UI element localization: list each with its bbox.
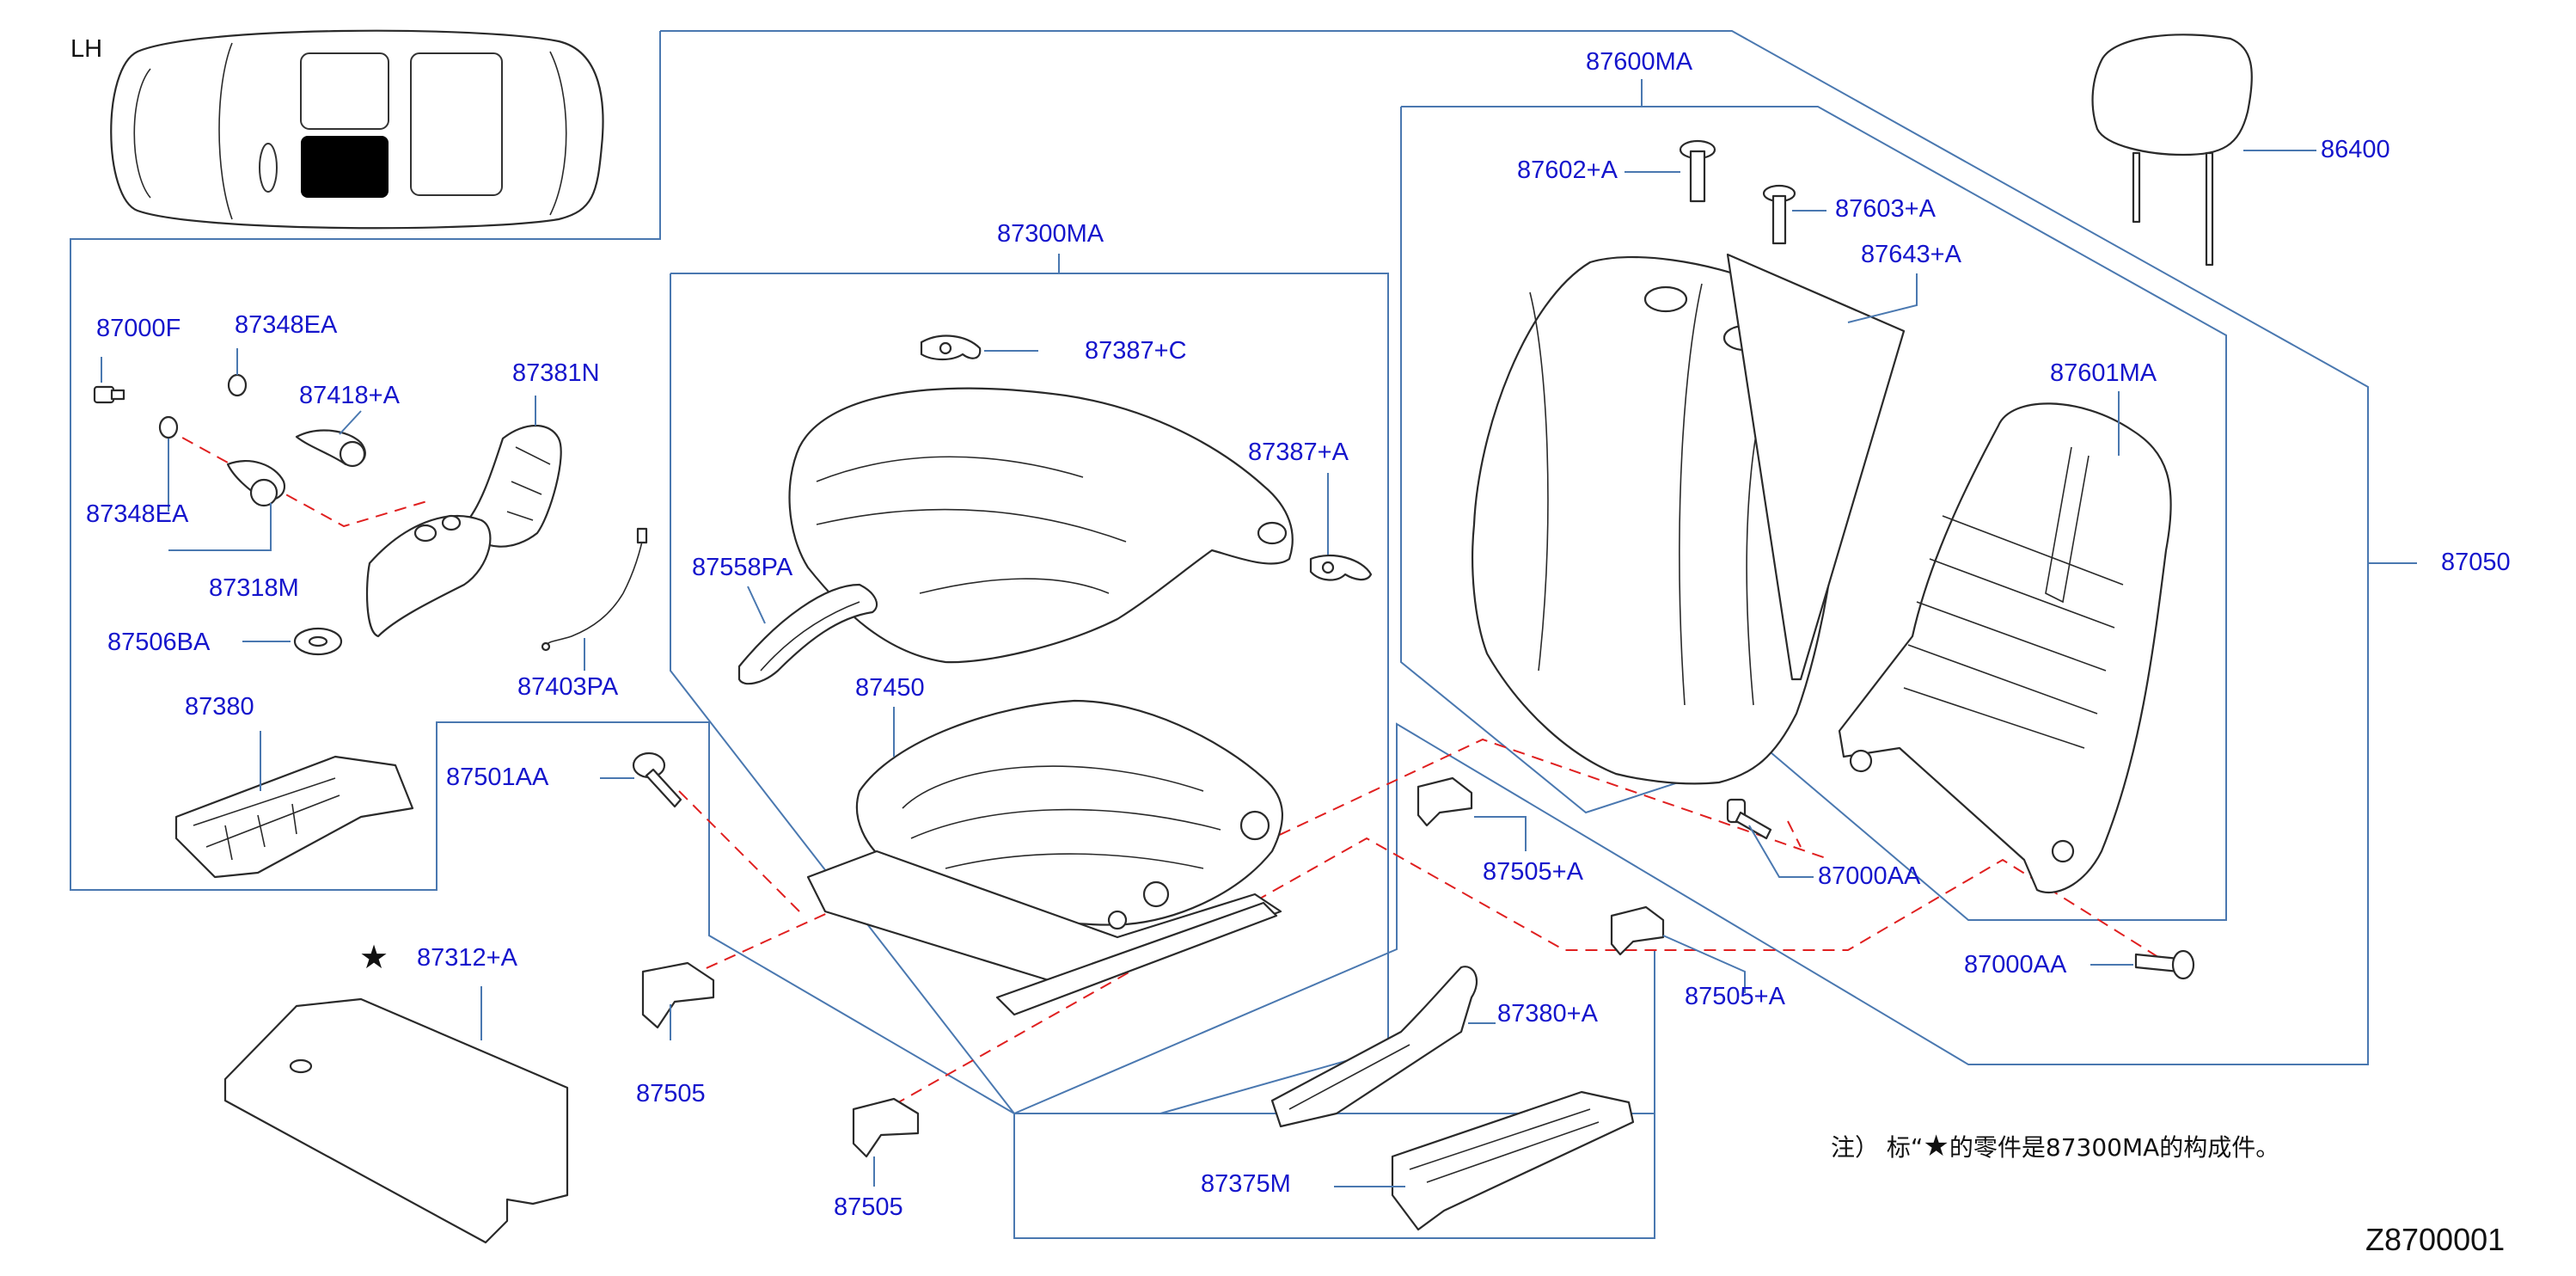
part-label-87505A-upper: 87505+A bbox=[1483, 858, 1583, 886]
leader-87558PA bbox=[747, 586, 766, 624]
part-label-87000AA-lower: 87000AA bbox=[1964, 951, 2067, 978]
cover-87380-icon bbox=[174, 755, 414, 879]
part-label-87312A: 87312+A bbox=[417, 944, 517, 972]
part-label-87505-left: 87505 bbox=[636, 1080, 706, 1107]
leader-87505A-lower bbox=[1662, 935, 1746, 993]
frame-lh-armrest-group bbox=[70, 31, 1655, 1238]
footnote-text: 的零件是87300MA的构成件。 bbox=[1949, 1133, 2280, 1162]
frame-outer-assembly bbox=[660, 30, 2369, 1114]
guide-87602A-icon bbox=[1679, 139, 1716, 203]
part-label-87000F: 87000F bbox=[96, 315, 181, 342]
part-label-87381N: 87381N bbox=[512, 359, 600, 387]
part-label-87643A: 87643+A bbox=[1861, 241, 1961, 268]
cap-87348EA-icon bbox=[158, 373, 248, 439]
frame-trim-group bbox=[1013, 949, 1655, 1239]
pad-87558PA-icon bbox=[737, 583, 878, 685]
footnote: 注） 标“★的零件是87300MA的构成件。 bbox=[1831, 1132, 2279, 1161]
side-label: LH bbox=[70, 35, 103, 63]
bracket-87505A-lower-icon bbox=[1610, 905, 1665, 956]
part-label-87558PA: 87558PA bbox=[692, 554, 793, 581]
part-label-87387C: 87387+C bbox=[1085, 337, 1187, 365]
part-label-87600MA: 87600MA bbox=[1586, 48, 1693, 76]
part-label-87603A: 87603+A bbox=[1835, 195, 1936, 223]
assembly-line-back bbox=[1787, 820, 1802, 848]
leader-87505A-upper bbox=[1474, 816, 1527, 851]
armrest-bracket-87381N-icon bbox=[365, 424, 562, 638]
part-label-87348EA-top: 87348EA bbox=[235, 311, 338, 339]
bracket-87505A-upper-icon bbox=[1416, 776, 1473, 827]
frame-seat-back-group bbox=[1400, 106, 2227, 921]
part-label-87050: 87050 bbox=[2441, 549, 2511, 576]
part-label-87300MA: 87300MA bbox=[997, 220, 1104, 248]
car-topview-icon bbox=[110, 29, 604, 230]
seatback-frame-87601MA-icon bbox=[1838, 402, 2172, 894]
leader-87318M bbox=[168, 503, 272, 551]
frame-seat-cushion-group bbox=[670, 273, 1389, 1114]
hook-87387C-icon bbox=[920, 334, 982, 361]
footnote-prefix: 注） 标“ bbox=[1831, 1133, 1924, 1162]
assembly-line-bolt bbox=[678, 790, 800, 912]
washer-87506BA-icon bbox=[293, 627, 343, 656]
part-label-87387A: 87387+A bbox=[1248, 439, 1349, 466]
part-label-87505A-lower: 87505+A bbox=[1685, 983, 1785, 1010]
footnote-star: ★ bbox=[1923, 1129, 1949, 1163]
part-label-87380: 87380 bbox=[185, 693, 254, 721]
part-label-87418A: 87418+A bbox=[299, 382, 400, 409]
part-label-87501AA: 87501AA bbox=[446, 764, 549, 791]
part-label-87601MA: 87601MA bbox=[2050, 359, 2157, 387]
part-label-87375M: 87375M bbox=[1201, 1170, 1291, 1198]
leader-87643A bbox=[1847, 273, 1918, 323]
headrest-86400-icon bbox=[2091, 34, 2253, 267]
bolt-87501AA-icon bbox=[632, 751, 682, 808]
knob-87418A-icon bbox=[295, 429, 366, 468]
bolt-87000F-icon bbox=[93, 385, 125, 404]
part-label-87403PA: 87403PA bbox=[517, 673, 619, 701]
part-label-87318M: 87318M bbox=[209, 574, 299, 602]
guide-87603A-icon bbox=[1762, 184, 1796, 245]
cover-87375M-icon bbox=[1391, 1090, 1635, 1231]
seat-frame-87450-icon bbox=[806, 699, 1284, 1016]
part-label-87506BA: 87506BA bbox=[107, 629, 211, 656]
knob-87318M-icon bbox=[226, 460, 286, 507]
bolt-87000AA-lower-icon bbox=[2134, 949, 2195, 980]
part-label-87505-bottom: 87505 bbox=[834, 1193, 903, 1221]
part-label-87602A: 87602+A bbox=[1517, 156, 1618, 184]
cushion-trim-87300MA-icon bbox=[788, 387, 1294, 664]
drawing-code: Z8700001 bbox=[2365, 1222, 2506, 1257]
bolt-87000AA-upper-icon bbox=[1726, 798, 1772, 840]
assembly-line-latch bbox=[164, 427, 431, 528]
star-marker: ★ bbox=[359, 938, 389, 976]
part-label-87380A: 87380+A bbox=[1497, 1000, 1598, 1028]
leader-87000AA-upper bbox=[1748, 825, 1814, 878]
hook-87387A-icon bbox=[1309, 554, 1373, 581]
cable-87403PA-icon bbox=[541, 527, 648, 652]
part-label-87450: 87450 bbox=[855, 674, 925, 702]
pad-87643A-icon bbox=[1726, 253, 1906, 681]
leader-87418A bbox=[339, 410, 362, 435]
insulator-87312A-icon bbox=[223, 997, 569, 1244]
part-label-87000AA-upper: 87000AA bbox=[1818, 862, 1921, 890]
part-label-86400: 86400 bbox=[2321, 136, 2390, 163]
cover-87380A-icon bbox=[1270, 966, 1478, 1128]
part-label-87348EA-bottom: 87348EA bbox=[86, 500, 189, 528]
bracket-87505-left-icon bbox=[641, 961, 715, 1029]
bracket-87505-bottom-icon bbox=[852, 1097, 920, 1158]
